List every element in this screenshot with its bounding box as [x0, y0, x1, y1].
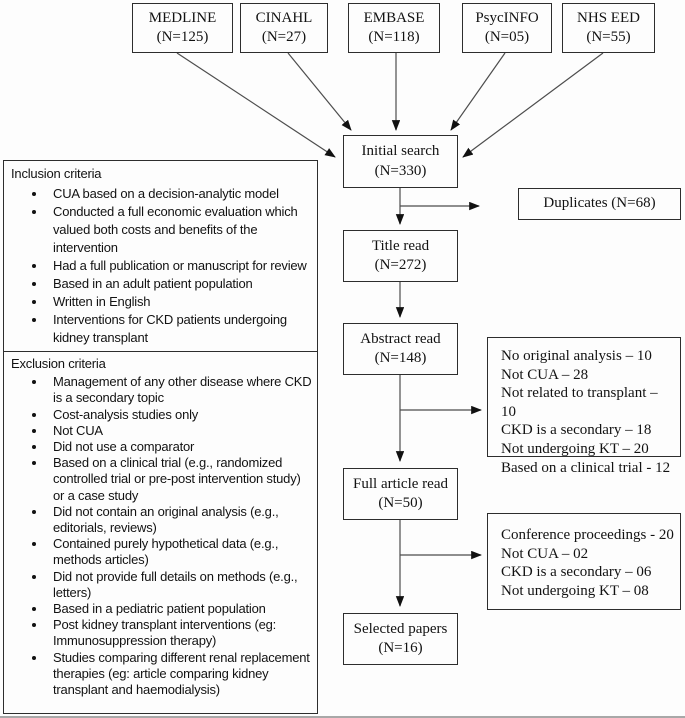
- flow-count: (N=50): [378, 495, 423, 511]
- exclusion-item: Contained purely hypothetical data (e.g.…: [47, 536, 313, 568]
- inclusion-item: Based in an adult patient population: [47, 275, 313, 293]
- arrow-nhseed-to-initial: [462, 52, 604, 158]
- exclusion-item: Based on a clinical trial (e.g., randomi…: [47, 455, 313, 504]
- exclusion-line: Based on a clinical trial - 12: [501, 459, 671, 476]
- exclusion-criteria-section: Exclusion criteria Management of any oth…: [4, 352, 317, 713]
- flow-box-abstract-read: Abstract read (N=148): [343, 323, 458, 375]
- source-name: CINAHL: [255, 9, 313, 26]
- exclusion-item: Cost-analysis studies only: [47, 407, 313, 423]
- abstract-exclusions-box: No original analysis – 10 Not CUA – 28 N…: [487, 337, 681, 476]
- exclusion-line: CKD is a secondary – 18: [501, 422, 652, 439]
- duplicates-box: Duplicates (N=68): [518, 188, 681, 220]
- inclusion-item: Conducted a full economic evaluation whi…: [47, 203, 313, 257]
- inclusion-criteria-heading: Inclusion criteria: [11, 166, 102, 181]
- inclusion-item: Written in English: [47, 293, 313, 311]
- source-name: NHS EED: [577, 9, 640, 26]
- flow-label: Selected papers: [353, 620, 448, 637]
- arrow-cinahl-to-initial: [287, 52, 352, 131]
- exclusion-criteria-list: Management of any other disease where CK…: [11, 374, 313, 698]
- source-name: PsycINFO: [475, 9, 539, 26]
- source-count: (N=118): [368, 29, 420, 45]
- criteria-panel: Inclusion criteria CUA based on a decisi…: [3, 160, 318, 714]
- arrow-psycinfo-to-initial: [450, 52, 506, 131]
- inclusion-item: Interventions for CKD patients undergoin…: [47, 311, 313, 347]
- source-name: MEDLINE: [148, 9, 217, 26]
- inclusion-criteria-list: CUA based on a decision-analytic model C…: [11, 185, 313, 347]
- exclusion-item: Management of any other disease where CK…: [47, 374, 313, 406]
- figure-bottom-rule: [0, 716, 685, 718]
- source-box-psycinfo: PsycINFO (N=05): [462, 3, 552, 53]
- source-count: (N=05): [484, 29, 530, 45]
- exclusion-item: Post kidney transplant interventions (eg…: [47, 617, 313, 649]
- exclusion-line: CKD is a secondary – 06: [501, 564, 652, 581]
- source-count: (N=125): [156, 29, 209, 45]
- exclusion-line: Not CUA – 28: [501, 366, 589, 383]
- exclusion-item: Did not contain an original analysis (e.…: [47, 504, 313, 536]
- flow-count: (N=330): [374, 162, 427, 179]
- source-box-nhseed: NHS EED (N=55): [562, 3, 655, 53]
- exclusion-criteria-heading: Exclusion criteria: [11, 356, 106, 371]
- flow-box-title-read: Title read (N=272): [343, 230, 458, 282]
- exclusion-item: Did not use a comparator: [47, 439, 313, 455]
- exclusion-line: Not undergoing KT – 08: [501, 582, 649, 599]
- flow-box-full-article-read: Full article read (N=50): [343, 468, 458, 520]
- duplicates-label: Duplicates (N=68): [543, 195, 656, 212]
- exclusion-item: Based in a pediatric patient population: [47, 601, 313, 617]
- source-box-cinahl: CINAHL (N=27): [240, 3, 328, 53]
- flow-label: Full article read: [353, 475, 448, 492]
- source-count: (N=27): [261, 29, 307, 45]
- exclusion-item: Studies comparing different renal replac…: [47, 650, 313, 699]
- arrow-medline-to-initial: [176, 52, 336, 158]
- source-name: EMBASE: [363, 9, 425, 26]
- inclusion-criteria-section: Inclusion criteria CUA based on a decisi…: [4, 161, 317, 352]
- flow-label: Title read: [371, 237, 430, 254]
- flow-count: (N=16): [378, 640, 423, 656]
- exclusion-line: Not undergoing KT – 20: [501, 440, 649, 457]
- inclusion-item: CUA based on a decision-analytic model: [47, 185, 313, 203]
- flow-count: (N=148): [374, 350, 427, 366]
- source-count: (N=55): [586, 29, 631, 45]
- exclusion-line: Conference proceedings - 20: [501, 527, 674, 543]
- flow-box-initial-search: Initial search (N=330): [343, 135, 458, 188]
- exclusion-item: Did not provide full details on methods …: [47, 569, 313, 601]
- flow-count: (N=272): [374, 257, 427, 273]
- exclusion-line: Not CUA – 02: [501, 545, 589, 562]
- source-box-embase: EMBASE (N=118): [348, 3, 440, 53]
- inclusion-item: Had a full publication or manuscript for…: [47, 257, 313, 275]
- exclusion-line: Not related to transplant – 10: [501, 385, 658, 420]
- source-box-medline: MEDLINE (N=125): [132, 3, 233, 53]
- fullread-exclusions-box: Conference proceedings - 20 Not CUA – 02…: [487, 513, 681, 610]
- flow-box-selected-papers: Selected papers (N=16): [343, 613, 458, 665]
- exclusion-item: Not CUA: [47, 423, 313, 439]
- flow-label: Initial search: [361, 143, 440, 160]
- exclusion-line: No original analysis – 10: [501, 348, 652, 364]
- flow-label: Abstract read: [360, 330, 441, 347]
